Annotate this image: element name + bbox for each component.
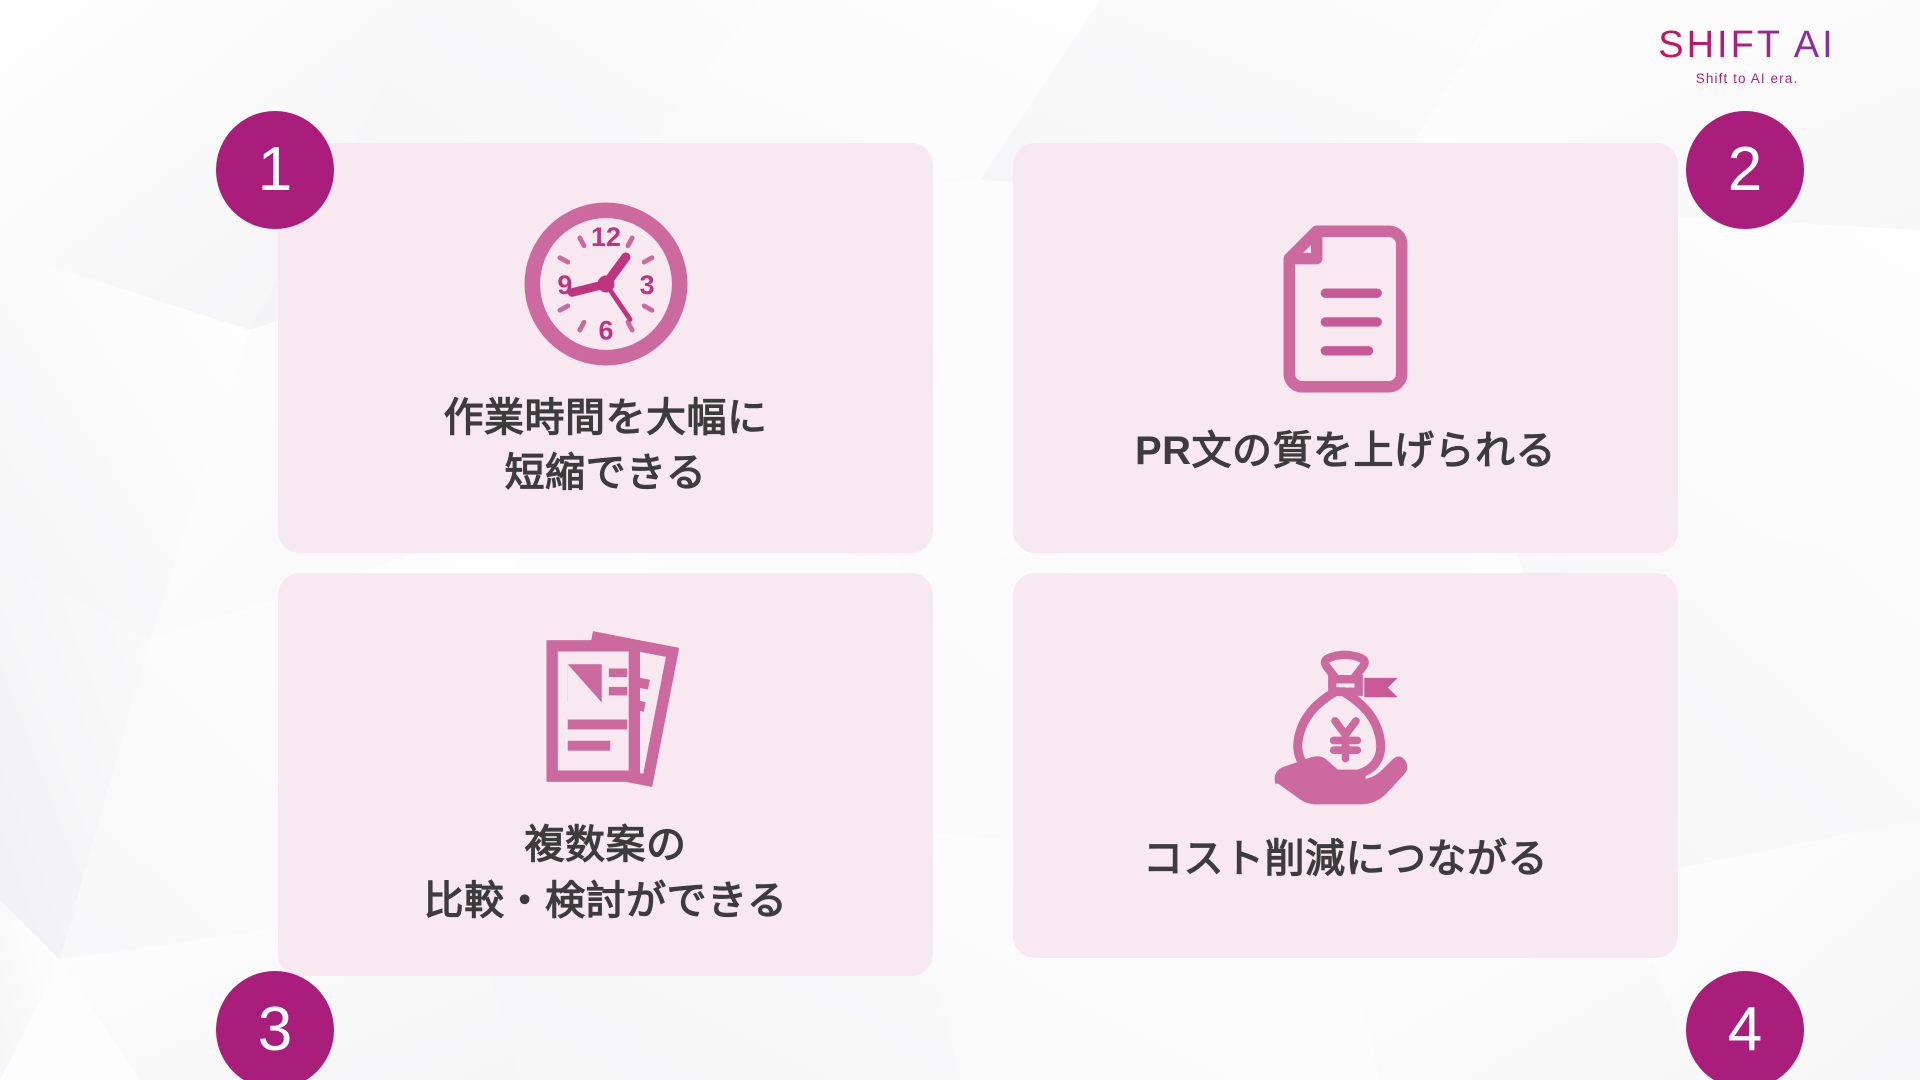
benefit-card-4-title: コスト削減につながる bbox=[1143, 836, 1548, 881]
benefit-card-1-title: 作業時間を大幅に 短縮できる bbox=[443, 395, 768, 495]
svg-text:6: 6 bbox=[598, 315, 613, 345]
benefit-card-grid: 12 3 6 9 bbox=[216, 111, 1804, 1080]
benefit-card-3-title: 複数案の 比較・検討ができる bbox=[423, 823, 788, 923]
clock-icon: 12 3 6 9 bbox=[521, 199, 691, 369]
logo-tagline: Shift to AI era. bbox=[1622, 71, 1872, 86]
money-bag-on-hand-icon bbox=[1258, 650, 1433, 810]
benefit-card-1: 12 3 6 9 bbox=[216, 111, 933, 553]
benefit-card-4: コスト削減につながる 4 bbox=[1013, 573, 1804, 1080]
benefit-card-3-number-badge: 3 bbox=[216, 971, 334, 1080]
benefit-card-3: 複数案の 比較・検討ができる 3 bbox=[216, 573, 933, 1080]
logo-wordmark: SHIFT AI bbox=[1622, 26, 1872, 64]
benefit-card-1-number-badge: 1 bbox=[216, 111, 334, 229]
shift-ai-logo: SHIFT AI Shift to AI era. bbox=[1622, 26, 1872, 86]
benefit-card-2-title: PR文の質を上げられる bbox=[1134, 429, 1557, 474]
benefit-card-2: PR文の質を上げられる 2 bbox=[1013, 111, 1804, 553]
benefit-card-2-number-badge: 2 bbox=[1686, 111, 1804, 229]
document-icon bbox=[1273, 224, 1418, 394]
svg-text:3: 3 bbox=[639, 270, 654, 300]
benefit-card-4-number-badge: 4 bbox=[1686, 971, 1804, 1080]
multiple-documents-icon bbox=[521, 626, 691, 796]
svg-text:12: 12 bbox=[591, 222, 621, 252]
